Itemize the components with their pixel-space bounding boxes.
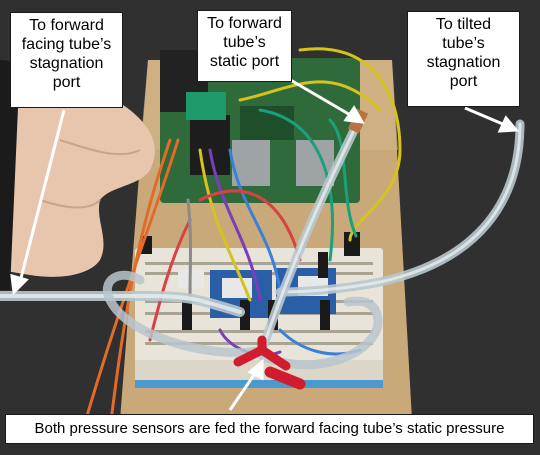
arrowhead-4 — [247, 358, 264, 381]
callout-tilted-stagnation: To tilted tube’s stagnation port — [407, 11, 520, 107]
callout-forward-stagnation: To forward facing tube’s stagnation port — [10, 12, 123, 108]
arrow-forward-stagnation — [18, 109, 66, 283]
arrow-both-sensors — [228, 371, 258, 411]
red-t-connector — [233, 335, 306, 390]
hand — [0, 60, 155, 290]
arrowhead-1 — [10, 273, 29, 296]
callout-forward-static: To forward tube’s static port — [197, 10, 292, 82]
arrow-tilted-stagnation — [464, 106, 506, 127]
arrowhead-3 — [497, 115, 520, 133]
arrowhead-2 — [343, 105, 365, 124]
callout-both-sensors: Both pressure sensors are fed the forwar… — [5, 414, 534, 444]
annotation-arrows — [10, 66, 520, 411]
green-connector — [186, 92, 226, 120]
